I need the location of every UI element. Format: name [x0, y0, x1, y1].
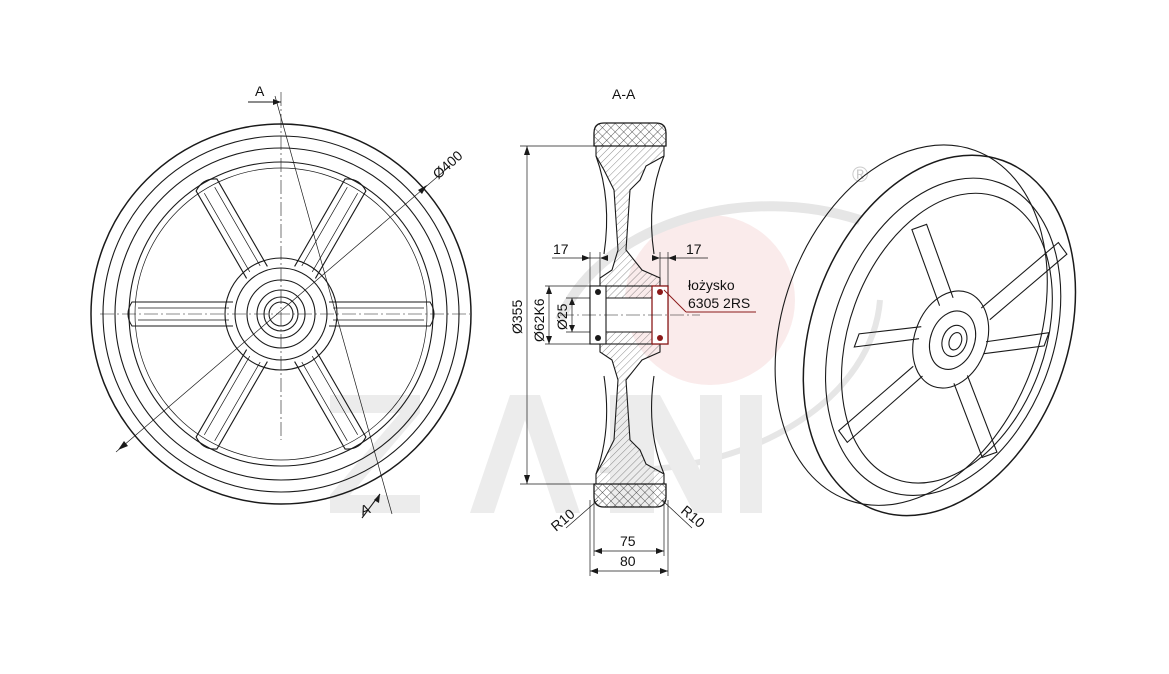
- dim-arrow-400-a: [118, 441, 128, 450]
- persp-tyre-front: [802, 154, 1077, 517]
- perspective-view: [774, 144, 1077, 517]
- watermark-swoosh-2: [599, 299, 883, 474]
- persp-rim-outer: [825, 177, 1062, 496]
- persp-bore: [948, 331, 963, 351]
- persp-tyre-back: [774, 144, 1048, 506]
- cut-label-top: A: [255, 83, 265, 99]
- watermark-letters: [330, 395, 762, 513]
- radius-leader-left: [565, 499, 599, 529]
- cut-line: [274, 95, 393, 515]
- front-view: A A Ø400: [90, 83, 472, 519]
- section-label: A-A: [612, 86, 636, 102]
- flange-curve-right-bot: [651, 375, 665, 475]
- persp-spokes: [837, 223, 1068, 459]
- flange-curve-left-bot: [595, 375, 608, 475]
- dim-housing-diameter: Ø62K6: [531, 298, 547, 342]
- rim-section-lower: [595, 343, 665, 485]
- spoke-120: [195, 349, 268, 450]
- tyre-section-bottom: [593, 483, 667, 508]
- cut-arrowhead-top: [273, 99, 281, 105]
- persp-rim-inner: [840, 192, 1053, 484]
- dim-outer-diameter: Ø400: [429, 147, 465, 182]
- radius-leader-right: [661, 499, 693, 529]
- dim-offset-left: 17: [553, 241, 569, 257]
- dim-total-width: 80: [620, 553, 636, 569]
- dim-offset-right: 17: [686, 241, 702, 257]
- dim-hub-width: 75: [620, 533, 636, 549]
- dim-inner-diameter: Ø355: [509, 300, 525, 334]
- dim-arrow-400-b: [418, 185, 427, 194]
- watermark-swoosh: [555, 201, 862, 322]
- registered-mark: ®: [852, 162, 868, 187]
- rim-section: [595, 145, 665, 287]
- bearing-leader: [663, 289, 687, 313]
- flange-curve-left-top: [595, 155, 608, 255]
- spoke-60: [294, 349, 367, 450]
- spoke-300: [294, 178, 367, 279]
- cut-arrowhead-bottom: [374, 494, 380, 503]
- persp-bearing: [941, 324, 968, 358]
- bearing-label: łożysko: [688, 277, 735, 293]
- persp-hub-boss: [928, 310, 977, 370]
- tyre-section-top: [593, 122, 667, 147]
- flange-curve-right-top: [651, 155, 665, 255]
- bearing-code: 6305 2RS: [688, 295, 750, 311]
- dim-line-400: [115, 165, 451, 453]
- spoke-240: [195, 178, 268, 279]
- dim-bore-diameter: Ø25: [554, 303, 570, 330]
